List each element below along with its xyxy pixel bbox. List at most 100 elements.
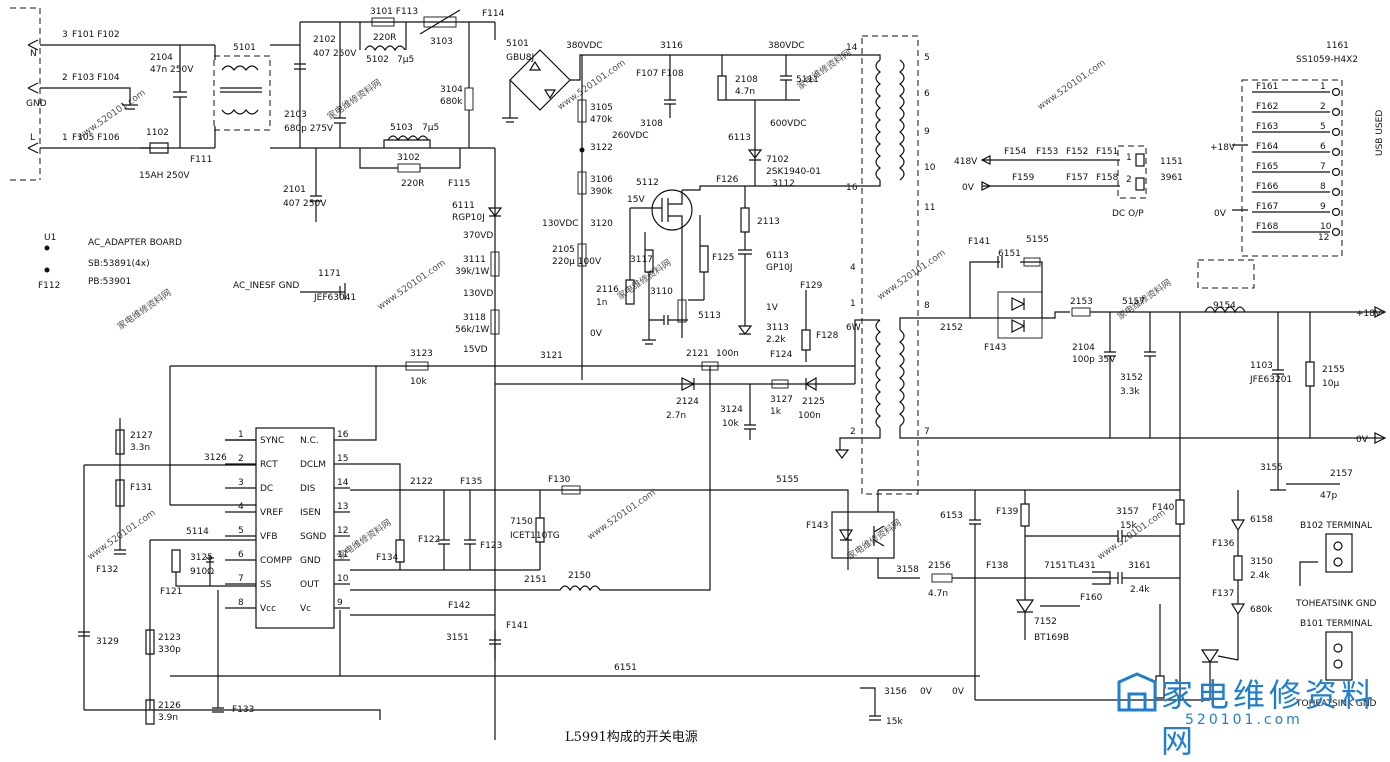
label-3158: 7151 — [1044, 561, 1067, 571]
volt-0-a: 0V — [590, 329, 603, 339]
label-f134: 2151 — [524, 575, 547, 585]
usb-pin-pad — [1331, 167, 1341, 177]
usb-v0: 0V — [1214, 209, 1227, 219]
label-2153: 3152 — [1120, 373, 1143, 383]
dcop-v418: 418V — [954, 157, 978, 167]
label-f126: 3112 — [772, 179, 795, 189]
label-f133: 2122 — [410, 477, 433, 487]
value-3104: 680k — [440, 97, 463, 107]
usb-ref: 1161 — [1326, 41, 1349, 51]
value-3102: 220R — [401, 179, 424, 189]
ic-pin-name: SS — [260, 580, 272, 590]
label-5112: F126 — [716, 175, 739, 185]
value-1171: JEF63041 — [313, 293, 356, 303]
label-2155: 6153 — [940, 511, 963, 521]
dcop-f158: F158 — [1096, 173, 1119, 183]
label-3155: F139 — [996, 507, 1019, 517]
label-3105: 3105 — [590, 103, 613, 113]
input-pin-gnd-label: GND — [26, 99, 47, 109]
label-2103: 2103 — [284, 110, 307, 120]
label-f120: 3122 — [590, 143, 613, 153]
label-5114: 2150 — [568, 571, 591, 581]
input-pin-l-num: 1 — [62, 133, 68, 143]
usb-pin-pad — [1331, 187, 1341, 197]
label-f105: F105 F106 — [72, 133, 120, 143]
watermark-text: www.520101.com — [1036, 58, 1108, 112]
input-pin-n-num: 3 — [62, 30, 68, 40]
ic-pin-number: 11 — [337, 550, 348, 560]
label-7102: 5112 — [636, 178, 659, 188]
value-6117: 100n — [798, 411, 821, 421]
volt-out-0: 0V — [1356, 435, 1369, 445]
ic-pin-number: 1 — [238, 430, 244, 440]
label-2124: 3129 — [96, 637, 119, 647]
label-f141: 2152 — [940, 323, 963, 333]
label-f103: F103 F104 — [72, 73, 120, 83]
value-3115: 1k — [770, 407, 782, 417]
heatsink-terminals: B102 TERMINAL TOHEATSINK GND B101 TERMIN… — [1295, 521, 1377, 709]
common-mode-choke: 5101 F111 — [190, 43, 300, 165]
label-130vd: 130VD — [463, 289, 493, 299]
volt-0-b: 0V — [952, 687, 965, 697]
value-2157: 15k — [1120, 521, 1137, 531]
value-3105: 470k — [590, 115, 613, 125]
usb-pin-number: 10 — [1320, 222, 1332, 232]
usb-pin-number: 1 — [1320, 82, 1326, 92]
label-f130: 5155 — [776, 475, 799, 485]
tx-pin-10: 10 — [924, 163, 936, 173]
aux-supply: 3121 2121 100n 2124 2.7n 3124 10k 3127 1… — [170, 349, 855, 440]
ic-pin-name: Vcc — [260, 604, 276, 614]
dcop-id: 3961 — [1160, 173, 1183, 183]
label-3102: 3102 — [397, 153, 420, 163]
board-info: U1 AC_ADAPTER BOARD SB:53891(4x) F112 PB… — [38, 233, 182, 291]
label-6117: 2125 — [802, 397, 825, 407]
label-f114: F114 — [482, 9, 505, 19]
volt-130: 130VDC — [542, 219, 579, 229]
value-gbu8j: GBU8J — [506, 53, 534, 63]
value-6113b: 2.2k — [766, 335, 786, 345]
value-2127: 910Ω — [190, 567, 214, 577]
label-3121: F131 — [130, 483, 152, 493]
value-2153: 3.3k — [1120, 387, 1140, 397]
label-7151: 7152 — [1034, 617, 1057, 627]
label-2115: 3124 — [720, 405, 743, 415]
usb-v18: +18V — [1210, 143, 1236, 153]
label-5111: 6113 — [728, 133, 751, 143]
value-1102: 15AH 250V — [139, 171, 190, 181]
ic-pin-name: VREF — [260, 508, 283, 518]
label-2152: 2104 — [1072, 343, 1095, 353]
value-3124: 330p — [158, 645, 181, 655]
label-1103: 2157 — [1330, 469, 1353, 479]
value-2104: 47n 250V — [150, 65, 194, 75]
value-2103: 680p 275V — [284, 124, 334, 134]
label-5102: 5102 — [366, 55, 389, 65]
logo-icon — [1117, 672, 1157, 712]
usb-pin-fuse: F164 — [1256, 142, 1279, 152]
ic-pin-number: 6 — [238, 550, 244, 560]
usb-pin-pad — [1331, 227, 1341, 237]
value-3152: 10μ — [1322, 379, 1339, 389]
label-f124: 3120 — [590, 219, 613, 229]
dc-output-connector: 418V 0V F154 F153 F152 F151 F159 F157 F1… — [954, 145, 1183, 219]
usb-pin-number: 7 — [1320, 162, 1326, 172]
label-3157: 3150 — [1250, 557, 1273, 567]
label-3123: F121 — [160, 587, 182, 597]
tx-pin-8: 8 — [924, 301, 930, 311]
label-3150: 2156 — [928, 561, 951, 571]
value-2115: 10k — [722, 419, 739, 429]
label-f135: 6151 — [614, 663, 637, 673]
value-3118: 56k/1W — [455, 325, 489, 335]
label-6153: 6158 — [1250, 515, 1273, 525]
dcop-title: DC O/P — [1112, 209, 1144, 219]
tx-label-6w: 6W — [846, 323, 861, 333]
ic-pin-name: DCLM — [300, 460, 326, 470]
label-9154: 3155 — [1260, 463, 1283, 473]
value-3158: TL431 — [1067, 561, 1096, 571]
label-2123: F122 — [418, 535, 440, 545]
usb-pin-number: 5 — [1320, 122, 1326, 132]
hv-bulk-section: 380VDC 380VDC 3116 3105 470k 3122 3106 3… — [542, 41, 821, 380]
ic-pin-number: 2 — [238, 454, 244, 464]
label-2101: 2101 — [283, 185, 306, 195]
